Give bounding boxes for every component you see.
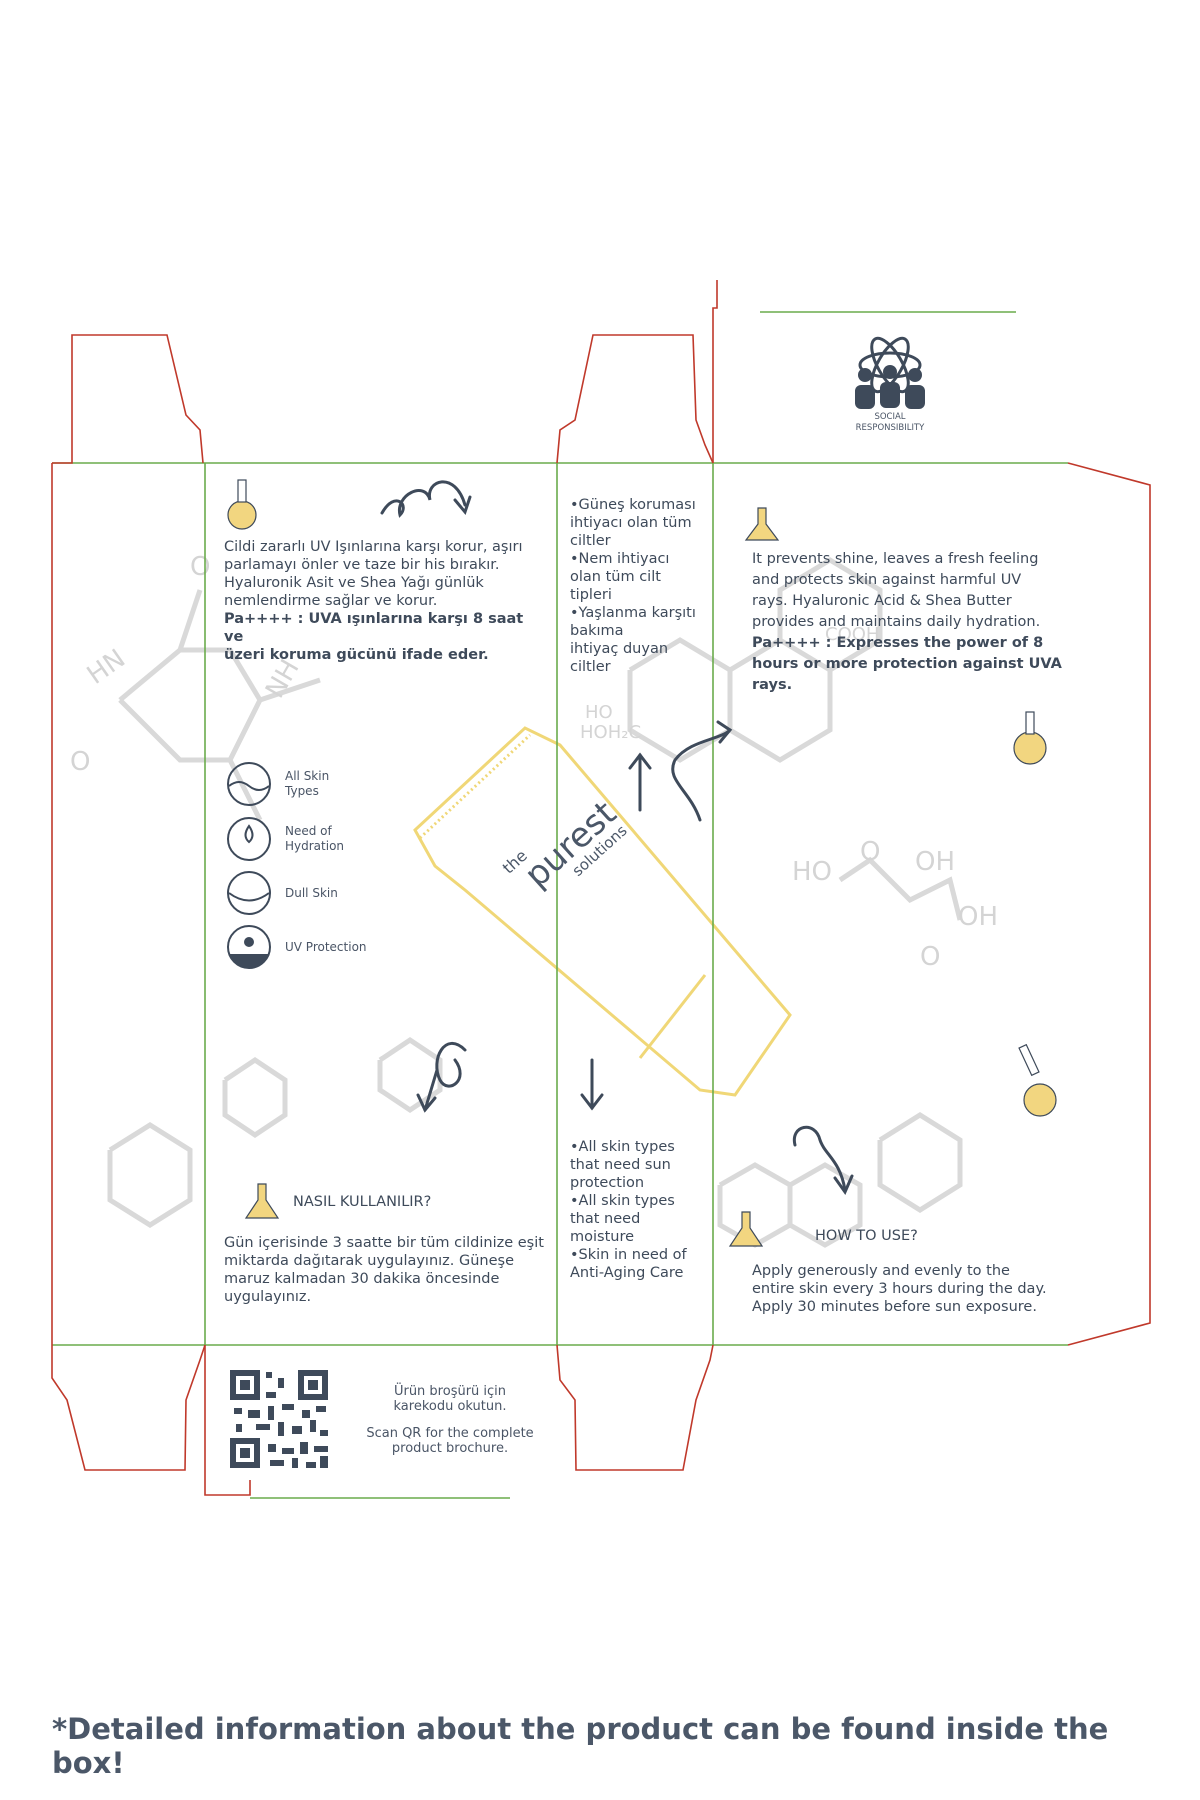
howto-tr-line: uygulayınız. — [224, 1289, 312, 1305]
icon-label-need-of-hydration: Need of Hydration — [285, 824, 344, 854]
howto-tr-line: maruz kalmadan 30 dakika öncesinde — [224, 1271, 500, 1287]
svg-text:HOH₂C: HOH₂C — [580, 722, 641, 743]
bullet-line: that need — [570, 1211, 641, 1227]
qr-text-tr2: karekodu okutun. — [393, 1399, 507, 1414]
qr-text-tr1: Ürün broşürü için — [393, 1384, 507, 1399]
bullet-line: •Skin in need of — [570, 1247, 687, 1263]
howto-en-body: Apply generously and evenly to the entir… — [752, 1262, 1062, 1316]
bullet-line: ciltler — [570, 659, 611, 675]
arrow-doodles — [380, 480, 854, 1196]
qr-text-en1: Scan QR for the complete — [366, 1426, 534, 1441]
qr-code-graphic — [230, 1370, 328, 1468]
howto-tr-title: NASIL KULLANILIR? — [293, 1194, 432, 1210]
bullet-line: olan tüm cilt — [570, 569, 661, 585]
qr-text-en2: product brochure. — [391, 1441, 509, 1456]
svg-text:O: O — [920, 942, 940, 972]
side-bullets-en: •All skin types that need sun protection… — [570, 1138, 710, 1282]
product-tube-outline — [413, 726, 792, 1097]
bullet-line: moisture — [570, 1229, 635, 1245]
svg-text:HO: HO — [585, 702, 613, 723]
icon-label-line: Need of — [285, 824, 332, 838]
howto-en-line: entire skin every 3 hours during the day… — [752, 1281, 1047, 1297]
bullet-line: tipleri — [570, 587, 612, 603]
icon-label-line: Dull Skin — [285, 886, 338, 900]
skin-icon-graphics — [227, 762, 271, 969]
bullet-line: ciltler — [570, 533, 611, 549]
bullet-line: ihtiyacı olan tüm — [570, 515, 692, 531]
description-en-line3: rays. Hyaluronic Acid & Shea Butter — [752, 593, 1012, 609]
svg-text:COOH: COOH — [825, 624, 879, 645]
cut-lines — [51, 280, 1151, 1496]
description-en-bold3: rays. — [752, 677, 793, 693]
svg-text:O: O — [70, 747, 90, 777]
svg-text:O: O — [860, 837, 880, 867]
bullet-line: that need sun — [570, 1157, 671, 1173]
icon-label-line: UV Protection — [285, 940, 367, 954]
description-tr-line1: Cildi zararlı UV Işınlarına karşı korur,… — [224, 539, 523, 555]
howto-tr-body: Gün içerisinde 3 saatte bir tüm cildiniz… — [224, 1234, 554, 1306]
description-en-line4: provides and maintains daily hydration. — [752, 614, 1041, 630]
icon-label-line: Hydration — [285, 839, 345, 853]
social-responsibility-graphic — [855, 336, 925, 409]
side-bullets-tr: •Güneş koruması ihtiyacı olan tüm ciltle… — [570, 496, 710, 676]
molecule-labels: HN O O NH HO OH OH O O HO HOH₂C COOH — [70, 552, 998, 972]
description-en: It prevents shine, leaves a fresh feelin… — [752, 549, 1062, 696]
footer-note: *Detailed information about the product … — [52, 1712, 1109, 1780]
bullet-line: ihtiyaç duyan — [570, 641, 669, 657]
svg-text:OH: OH — [958, 902, 998, 932]
icon-label-line: All Skin — [285, 769, 330, 783]
bullet-line: •Yaşlanma karşıtı — [570, 605, 696, 621]
svg-text:OH: OH — [915, 847, 955, 877]
howto-tr-line: miktarda dağıtarak uygulayınız. Güneşe — [224, 1253, 515, 1269]
icon-label-line: Types — [285, 784, 319, 798]
howto-en-line: Apply generously and evenly to the — [752, 1263, 1010, 1279]
flask-graphics — [227, 479, 1057, 1247]
bullet-line: •Nem ihtiyacı — [570, 551, 670, 567]
description-tr-line3: Hyaluronik Asit ve Shea Yağı günlük — [224, 575, 484, 591]
howto-tr-line: Gün içerisinde 3 saatte bir tüm cildiniz… — [224, 1235, 544, 1251]
bullet-line: •All skin types — [570, 1193, 675, 1209]
qr-instructions: Ürün broşürü için karekodu okutun. Scan … — [350, 1384, 550, 1456]
icon-label-dull-skin: Dull Skin — [285, 886, 338, 901]
icon-label-uv-protection: UV Protection — [285, 940, 367, 955]
description-en-line1: It prevents shine, leaves a fresh feelin… — [752, 551, 1039, 567]
bullet-line: protection — [570, 1175, 645, 1191]
svg-text:HO: HO — [792, 857, 832, 887]
description-tr: Cildi zararlı UV Işınlarına karşı korur,… — [224, 538, 544, 664]
description-tr-line4: nemlendirme sağlar ve korur. — [224, 593, 438, 609]
bullet-line: •Güneş koruması — [570, 497, 696, 513]
svg-text:O: O — [190, 552, 210, 582]
description-tr-bold2: üzeri koruma gücünü ifade eder. — [224, 647, 489, 663]
description-en-bold2: hours or more protection against UVA — [752, 656, 1062, 672]
description-tr-bold1: Pa++++ : UVA ışınlarına karşı 8 saat ve — [224, 611, 524, 645]
social-label-line2: RESPONSIBILITY — [855, 423, 925, 433]
description-en-bold1: Pa++++ : Expresses the power of 8 — [752, 635, 1044, 651]
bullet-line: •All skin types — [570, 1139, 675, 1155]
howto-en-title: HOW TO USE? — [815, 1228, 918, 1244]
description-tr-line2: parlamayı önler ve taze bir his bırakır. — [224, 557, 500, 573]
howto-en-line: Apply 30 minutes before sun exposure. — [752, 1299, 1037, 1315]
social-responsibility-label: SOCIAL RESPONSIBILITY — [840, 412, 940, 434]
icon-label-all-skin-types: All Skin Types — [285, 769, 329, 799]
social-label-line1: SOCIAL — [874, 412, 906, 422]
svg-text:HN: HN — [82, 644, 131, 691]
fold-lines — [52, 311, 1068, 1499]
description-en-line2: and protects skin against harmful UV — [752, 572, 1022, 588]
bullet-line: Anti-Aging Care — [570, 1265, 684, 1281]
bullet-line: bakıma — [570, 623, 624, 639]
